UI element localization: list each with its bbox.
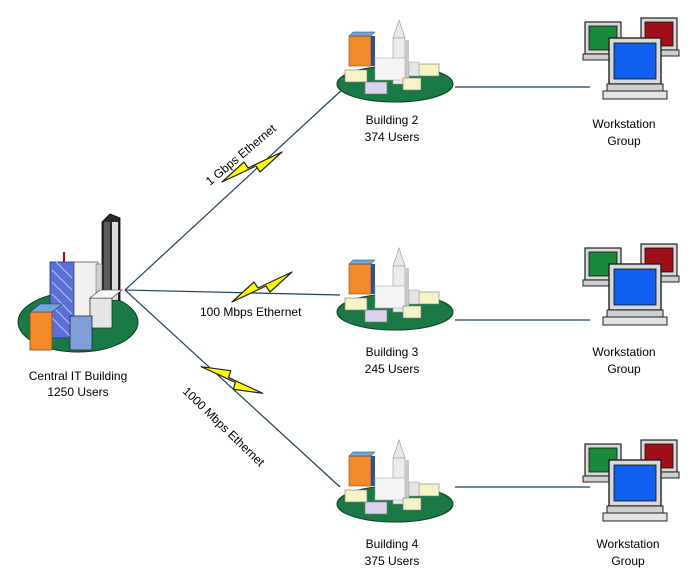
central-building-name: Central IT Building bbox=[29, 369, 128, 383]
workstation-label-line2: Group bbox=[607, 134, 641, 148]
building-2-icon bbox=[336, 19, 454, 103]
building-2-users: 374 Users bbox=[365, 130, 420, 144]
link-central-building4 bbox=[124, 289, 341, 488]
building-4-name: Building 4 bbox=[366, 537, 419, 551]
building-3-icon bbox=[336, 247, 454, 331]
connection-lines bbox=[124, 86, 590, 488]
building-4-users: 375 Users bbox=[365, 554, 420, 568]
lightning-bolt-icon bbox=[231, 271, 293, 303]
building-3-users: 245 Users bbox=[365, 362, 420, 376]
central-building-users: 1250 Users bbox=[47, 385, 108, 399]
workstation-group-icon bbox=[582, 243, 680, 326]
building-3-name: Building 3 bbox=[366, 345, 419, 359]
workstation-label-line1: Workstation bbox=[596, 537, 659, 551]
workstation-label-line2: Group bbox=[607, 362, 641, 376]
building-2-name: Building 2 bbox=[366, 113, 419, 127]
link-central-building2 bbox=[124, 86, 346, 291]
workstation-group-icon bbox=[582, 17, 680, 100]
workstation-label-line1: Workstation bbox=[592, 117, 655, 131]
link-label-1gbps: 1 Gbps Ethernet bbox=[203, 121, 279, 188]
workstation-group-icon bbox=[582, 439, 680, 522]
link-central-building3 bbox=[124, 289, 341, 296]
workstation-label-line1: Workstation bbox=[592, 345, 655, 359]
building-4-icon bbox=[336, 439, 454, 523]
central-it-building-icon bbox=[17, 213, 139, 353]
workstation-label-line2: Group bbox=[611, 554, 645, 568]
link-label-100mbps: 100 Mbps Ethernet bbox=[200, 305, 302, 319]
link-label-1000mbps: 1000 Mbps Ethernet bbox=[180, 384, 268, 470]
